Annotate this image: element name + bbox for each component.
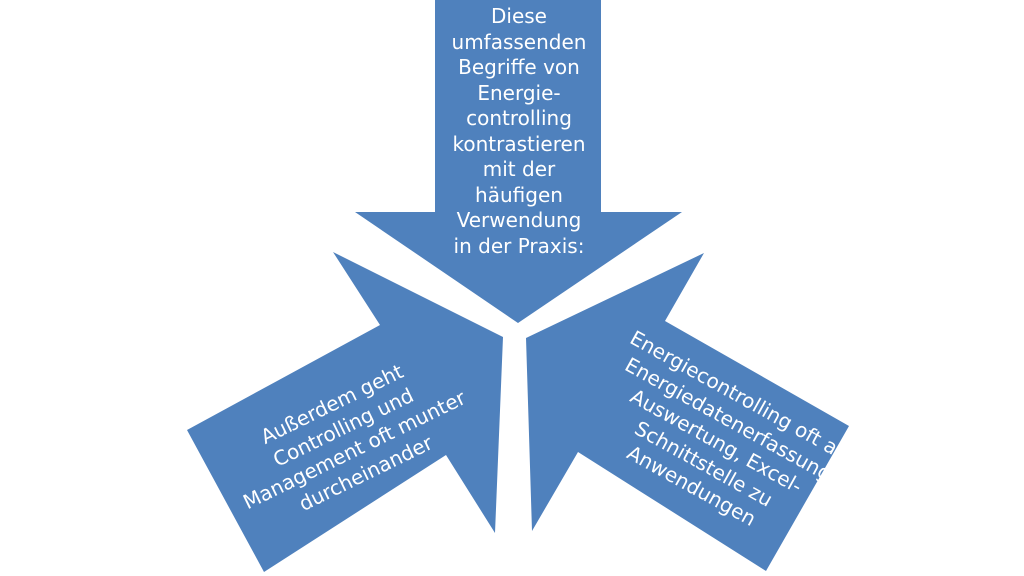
top-arrow-text: Diese umfassenden Begriffe von Energie- … [451,4,587,258]
left-arrow [187,252,503,572]
right-arrow [526,253,849,571]
top-arrow [355,0,682,323]
